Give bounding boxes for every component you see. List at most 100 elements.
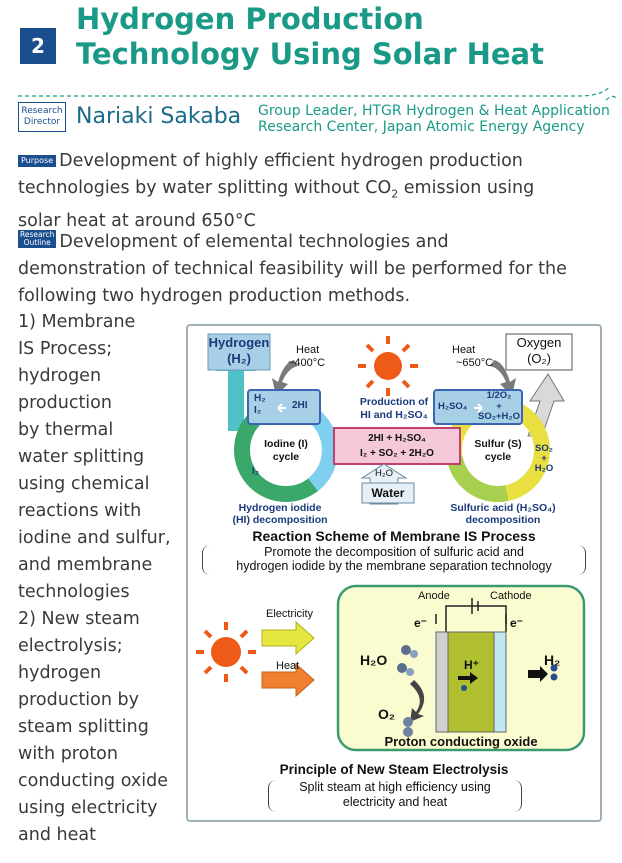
right-box-o2: 1/2O₂ bbox=[486, 390, 512, 401]
o2-product-label: O₂ bbox=[378, 706, 396, 722]
purpose-tag: Purpose bbox=[18, 155, 57, 167]
h2-formula: (H₂) bbox=[227, 351, 251, 366]
o2-formula: (O₂) bbox=[527, 351, 551, 366]
electron-right-label: e⁻ bbox=[510, 616, 524, 630]
steam-note-line-1: Split steam at high efficiency using bbox=[299, 780, 491, 794]
heat-left-word: Heat bbox=[296, 344, 320, 356]
method-line: electrolysis; bbox=[18, 636, 123, 656]
hi-dec-line-2: (HI) decomposition bbox=[232, 514, 328, 526]
outline-line-2: demonstration of technical feasibility w… bbox=[18, 259, 567, 279]
is-process-graphic bbox=[207, 333, 573, 505]
affiliation-line-1: Group Leader, HTGR Hydrogen & Heat Appli… bbox=[258, 103, 610, 119]
purpose-line-2-end: emission using bbox=[398, 178, 535, 198]
i2-arrow-label: I₂ bbox=[252, 466, 260, 477]
electricity-label: Electricity bbox=[266, 608, 314, 620]
sulfuric-acid-decomposition-label: Sulfuric acid (H₂SO₄)decomposition bbox=[428, 502, 578, 526]
production-line-2: HI and H₂SO₄ bbox=[360, 409, 428, 421]
heat-right-temp: ~650°C bbox=[456, 357, 494, 369]
h2o-water-formula: H₂O bbox=[375, 468, 393, 479]
page-title: Hydrogen Production Technology Using Sol… bbox=[76, 2, 616, 72]
anode-label: Anode bbox=[418, 590, 450, 602]
h2-molecule bbox=[550, 664, 558, 681]
outline-line-1: Development of elemental technologies an… bbox=[59, 232, 449, 252]
role-label: Research Director bbox=[18, 102, 66, 132]
header-divider bbox=[18, 85, 617, 101]
hydrogen-box bbox=[207, 333, 271, 371]
is-process-note: Promote the decomposition of sulfuric ac… bbox=[202, 545, 586, 575]
hydrogen-arrow bbox=[216, 354, 256, 431]
anode-plate bbox=[435, 631, 449, 733]
method-line: conducting oxide bbox=[18, 771, 168, 791]
method-line: reactions with bbox=[18, 501, 142, 521]
hydrogen-label: Hydrogen(H₂) bbox=[208, 335, 270, 367]
purpose-line-2-text: technologies by water splitting without … bbox=[18, 178, 392, 198]
is-note-line-1: Promote the decomposition of sulfuric ac… bbox=[264, 545, 524, 559]
bunsen-line-2: I₂ + SO₂ + 2H₂O bbox=[360, 448, 434, 459]
so2-text: SO₂ bbox=[535, 443, 553, 454]
method-line: and heat bbox=[18, 825, 96, 845]
method-line: production by bbox=[18, 690, 139, 710]
heat-400-label: Heat~400°C bbox=[288, 344, 325, 370]
iodine-line-2: cycle bbox=[272, 451, 300, 463]
sulfur-line-2: cycle bbox=[484, 451, 512, 463]
method-line: using electricity bbox=[18, 798, 158, 818]
outline-line-3: following two hydrogen production method… bbox=[18, 286, 411, 306]
sun-icon-2 bbox=[196, 622, 256, 682]
author-affiliation: Group Leader, HTGR Hydrogen & Heat Appli… bbox=[258, 103, 618, 135]
h2-product-label: H₂ bbox=[544, 652, 561, 668]
is-process-caption: Reaction Scheme of Membrane IS Process bbox=[252, 528, 536, 544]
method-line: technologies bbox=[18, 582, 130, 602]
h2o-molecule bbox=[397, 645, 418, 676]
heat-right-word: Heat bbox=[452, 344, 476, 356]
title-line-2: Technology Using Solar Heat bbox=[76, 37, 544, 71]
sulfur-cycle-label: Sulfur (S)cycle bbox=[469, 438, 527, 464]
iodine-line-1: Iodine (I) bbox=[264, 438, 308, 450]
method-line: with proton bbox=[18, 744, 118, 764]
outline-tag-line-2: Outline bbox=[23, 238, 51, 247]
so2-h2o-label: SO₂+H₂O bbox=[532, 444, 556, 474]
right-box-plus: + bbox=[496, 400, 502, 412]
proton-conducting-oxide-label: Proton conducting oxide bbox=[384, 734, 538, 749]
h2o-small-text: H₂O bbox=[534, 463, 554, 474]
method-line: by thermal bbox=[18, 420, 114, 440]
right-box-so2-h2o: SO₂+H₂O bbox=[478, 411, 520, 422]
steam-note-line-2: electricity and heat bbox=[342, 795, 448, 809]
sulfur-line-1: Sulfur (S) bbox=[474, 438, 522, 450]
steam-electrolysis-caption: Principle of New Steam Electrolysis bbox=[279, 762, 509, 777]
o2-molecule bbox=[403, 717, 413, 737]
heat-label: Heat bbox=[276, 660, 300, 672]
method-line: hydrogen bbox=[18, 663, 102, 683]
method-line: hydrogen bbox=[18, 366, 102, 386]
water-label: Water bbox=[371, 486, 405, 500]
outline-tag-line-1: Research bbox=[20, 230, 55, 239]
hi-decomposition-label: Hydrogen iodide(HI) decomposition bbox=[210, 502, 350, 526]
steam-electrolysis-graphic bbox=[196, 584, 586, 752]
heat-left-temp: ~400°C bbox=[288, 357, 326, 369]
role-line-2: Director bbox=[23, 117, 61, 127]
method-line: and membrane bbox=[18, 555, 153, 575]
sa-dec-line-1: Sulfuric acid (H₂SO₄) bbox=[450, 502, 556, 514]
sun-icon-1 bbox=[358, 336, 418, 396]
method-line: IS Process; bbox=[18, 339, 113, 359]
title-line-1: Hydrogen Production bbox=[76, 2, 424, 36]
oxygen-word: Oxygen bbox=[516, 335, 562, 350]
production-line-1: Production of bbox=[359, 396, 429, 408]
purpose-line-1: Development of highly efficient hydrogen… bbox=[59, 151, 523, 171]
left-box-i2: I₂ bbox=[254, 405, 262, 416]
heat-arrow bbox=[261, 662, 315, 698]
role-line-1: Research bbox=[21, 106, 63, 116]
author-name: Nariaki Sakaba bbox=[76, 104, 242, 129]
method-line: water splitting bbox=[18, 447, 145, 467]
hi-dec-line-1: Hydrogen iodide bbox=[238, 502, 322, 514]
method-line: using chemical bbox=[18, 474, 150, 494]
bunsen-reaction-box bbox=[333, 427, 461, 465]
section-number-badge: 2 bbox=[20, 28, 56, 64]
method-line: 2) New steam bbox=[18, 609, 140, 629]
method-line: iodine and sulfur, bbox=[18, 528, 171, 548]
method-line: steam splitting bbox=[18, 717, 149, 737]
co2-subscript: 2 bbox=[391, 187, 399, 201]
